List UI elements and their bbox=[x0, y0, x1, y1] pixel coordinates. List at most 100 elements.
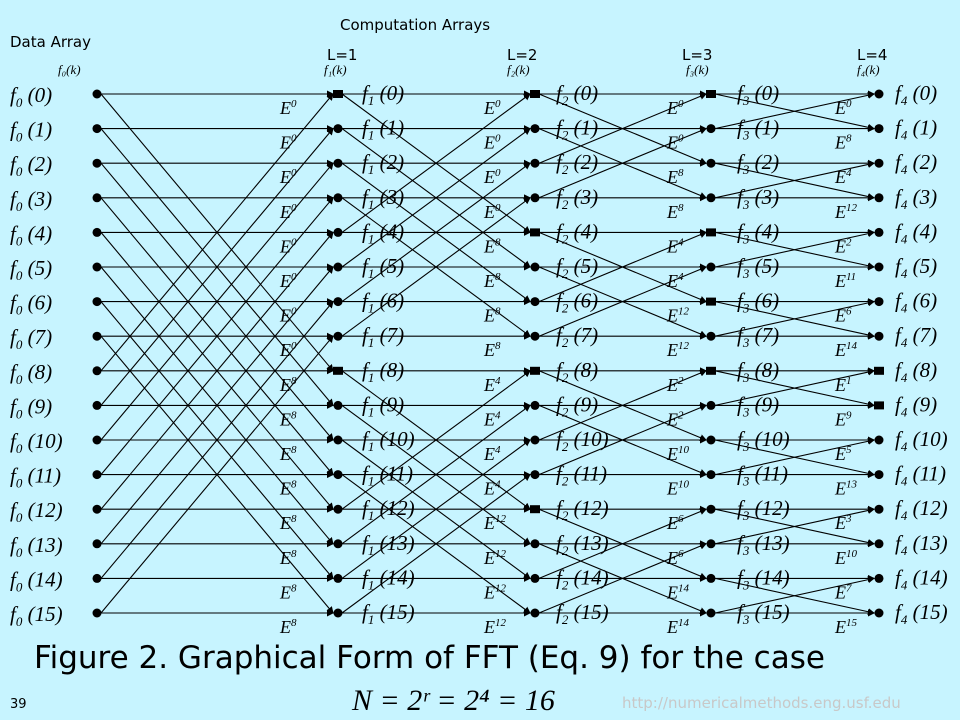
stage4-value-label-12: f4 (12) bbox=[895, 496, 948, 523]
fft-node bbox=[874, 124, 884, 134]
fft-edge-cross bbox=[714, 230, 875, 268]
fft-node bbox=[333, 400, 343, 410]
fft-edge-cross bbox=[714, 299, 875, 337]
fft-node bbox=[706, 435, 716, 445]
twiddle-label-s1-7: E0 bbox=[279, 340, 297, 360]
case-formula: N = 2ʳ = 2⁴ = 16 bbox=[352, 684, 555, 717]
twiddle-label-s2-13: E12 bbox=[483, 548, 507, 568]
twiddle-label-s2-5: E8 bbox=[483, 271, 501, 291]
twiddle-label-s4-8: E1 bbox=[834, 375, 852, 395]
fft-edge-cross bbox=[538, 508, 707, 579]
twiddle-label-s2-2: E0 bbox=[483, 167, 501, 187]
twiddle-label-s3-11: E10 bbox=[666, 479, 690, 499]
twiddle-label-s2-12: E12 bbox=[483, 513, 507, 533]
twiddle-label-s4-5: E11 bbox=[834, 271, 856, 291]
twiddle-label-s1-5: E0 bbox=[279, 271, 297, 291]
stage-sub-label-4: f₄(k) bbox=[857, 62, 880, 77]
stage2-value-label-8: f2 (8) bbox=[556, 358, 598, 385]
fft-node bbox=[874, 504, 884, 514]
fft-node bbox=[92, 366, 102, 376]
stage2-value-label-6: f2 (6) bbox=[556, 289, 598, 316]
fft-node-square bbox=[874, 366, 884, 375]
twiddle-label-s2-0: E0 bbox=[483, 98, 501, 118]
page-number: 39 bbox=[10, 697, 27, 712]
stage3-value-label-10: f3 (10) bbox=[737, 427, 790, 454]
stage2-value-label-5: f2 (5) bbox=[556, 254, 598, 281]
fft-node bbox=[333, 124, 343, 134]
fft-edge-cross bbox=[538, 231, 707, 303]
figure-caption: Figure 2. Graphical Form of FFT (Eq. 9) … bbox=[34, 640, 825, 676]
fft-node bbox=[530, 470, 540, 480]
stage4-value-label-15: f4 (15) bbox=[895, 600, 948, 627]
fft-node-square bbox=[874, 401, 884, 410]
fft-node-square bbox=[706, 228, 716, 237]
fft-node-square bbox=[333, 366, 343, 375]
stage4-value-label-0: f4 (0) bbox=[895, 81, 937, 108]
fft-node bbox=[706, 262, 716, 272]
twiddle-label-s4-1: E8 bbox=[834, 133, 852, 153]
twiddle-label-s2-8: E4 bbox=[483, 375, 501, 395]
stage1-value-label-9: f1 (9) bbox=[362, 392, 404, 419]
twiddle-label-s4-0: E0 bbox=[834, 98, 852, 118]
fft-node bbox=[874, 227, 884, 237]
fft-node bbox=[530, 539, 540, 549]
fft-node bbox=[874, 158, 884, 168]
fft-node bbox=[874, 539, 884, 549]
source-url: http://numericalmethods.eng.usf.edu bbox=[622, 694, 901, 712]
twiddle-label-s3-10: E10 bbox=[666, 444, 690, 464]
fft-node bbox=[706, 608, 716, 618]
fft-edge-cross bbox=[538, 542, 707, 614]
stage-label-3: L=3 bbox=[682, 46, 713, 64]
input-label-f0-3: f0 (3) bbox=[10, 187, 52, 214]
twiddle-label-s1-0: E0 bbox=[279, 98, 297, 118]
stage-sub-label-3: f₃(k) bbox=[686, 62, 709, 77]
input-label-f0-0: f0 (0) bbox=[10, 83, 52, 110]
stage4-value-label-10: f4 (10) bbox=[895, 427, 948, 454]
fft-node-square bbox=[530, 90, 540, 98]
fft-edge-cross bbox=[714, 437, 875, 476]
fft-node bbox=[530, 262, 540, 272]
fft-node bbox=[706, 400, 716, 410]
stage1-value-label-1: f1 (1) bbox=[362, 116, 404, 143]
fft-node-square bbox=[530, 505, 540, 514]
stage2-value-label-15: f2 (15) bbox=[556, 600, 609, 627]
fft-node bbox=[706, 470, 716, 480]
fft-node-square bbox=[706, 90, 716, 98]
twiddle-label-s2-15: E12 bbox=[483, 617, 507, 637]
stage1-value-label-2: f1 (2) bbox=[362, 150, 404, 177]
twiddle-label-s4-4: E2 bbox=[834, 236, 852, 256]
twiddle-label-s3-9: E2 bbox=[666, 409, 684, 429]
twiddle-label-s1-11: E8 bbox=[279, 479, 297, 499]
twiddle-label-s1-8: E8 bbox=[279, 375, 297, 395]
twiddle-label-s2-10: E4 bbox=[483, 444, 501, 464]
twiddle-label-s1-2: E0 bbox=[279, 167, 297, 187]
fft-node bbox=[530, 573, 540, 583]
fft-node bbox=[874, 89, 884, 99]
twiddle-label-s4-9: E9 bbox=[834, 409, 852, 429]
fft-node-square bbox=[706, 366, 716, 375]
fft-node bbox=[92, 227, 102, 237]
stage3-value-label-14: f3 (14) bbox=[737, 565, 790, 592]
input-label-f0-8: f0 (8) bbox=[10, 360, 52, 387]
twiddle-label-s2-1: E0 bbox=[483, 133, 501, 153]
stage2-value-label-11: f2 (11) bbox=[556, 462, 607, 489]
fft-node bbox=[92, 193, 102, 203]
fft-node bbox=[874, 262, 884, 272]
fft-node bbox=[92, 504, 102, 514]
twiddle-label-s3-6: E12 bbox=[666, 306, 690, 326]
fft-edge-cross bbox=[341, 439, 531, 579]
fft-node bbox=[92, 297, 102, 307]
twiddle-label-s2-14: E12 bbox=[483, 582, 507, 602]
fft-node-square bbox=[530, 228, 540, 237]
twiddle-label-s3-12: E6 bbox=[666, 513, 684, 533]
stage4-value-label-14: f4 (14) bbox=[895, 565, 948, 592]
stage3-value-label-8: f3 (8) bbox=[737, 358, 779, 385]
stage2-value-label-2: f2 (2) bbox=[556, 150, 598, 177]
fft-edge-cross bbox=[341, 474, 531, 614]
fft-node bbox=[92, 89, 102, 99]
fft-node bbox=[530, 158, 540, 168]
fft-node bbox=[92, 608, 102, 618]
stage4-value-label-13: f4 (13) bbox=[895, 531, 948, 558]
twiddle-label-s3-4: E4 bbox=[666, 236, 684, 256]
fft-edge-cross bbox=[538, 93, 707, 164]
